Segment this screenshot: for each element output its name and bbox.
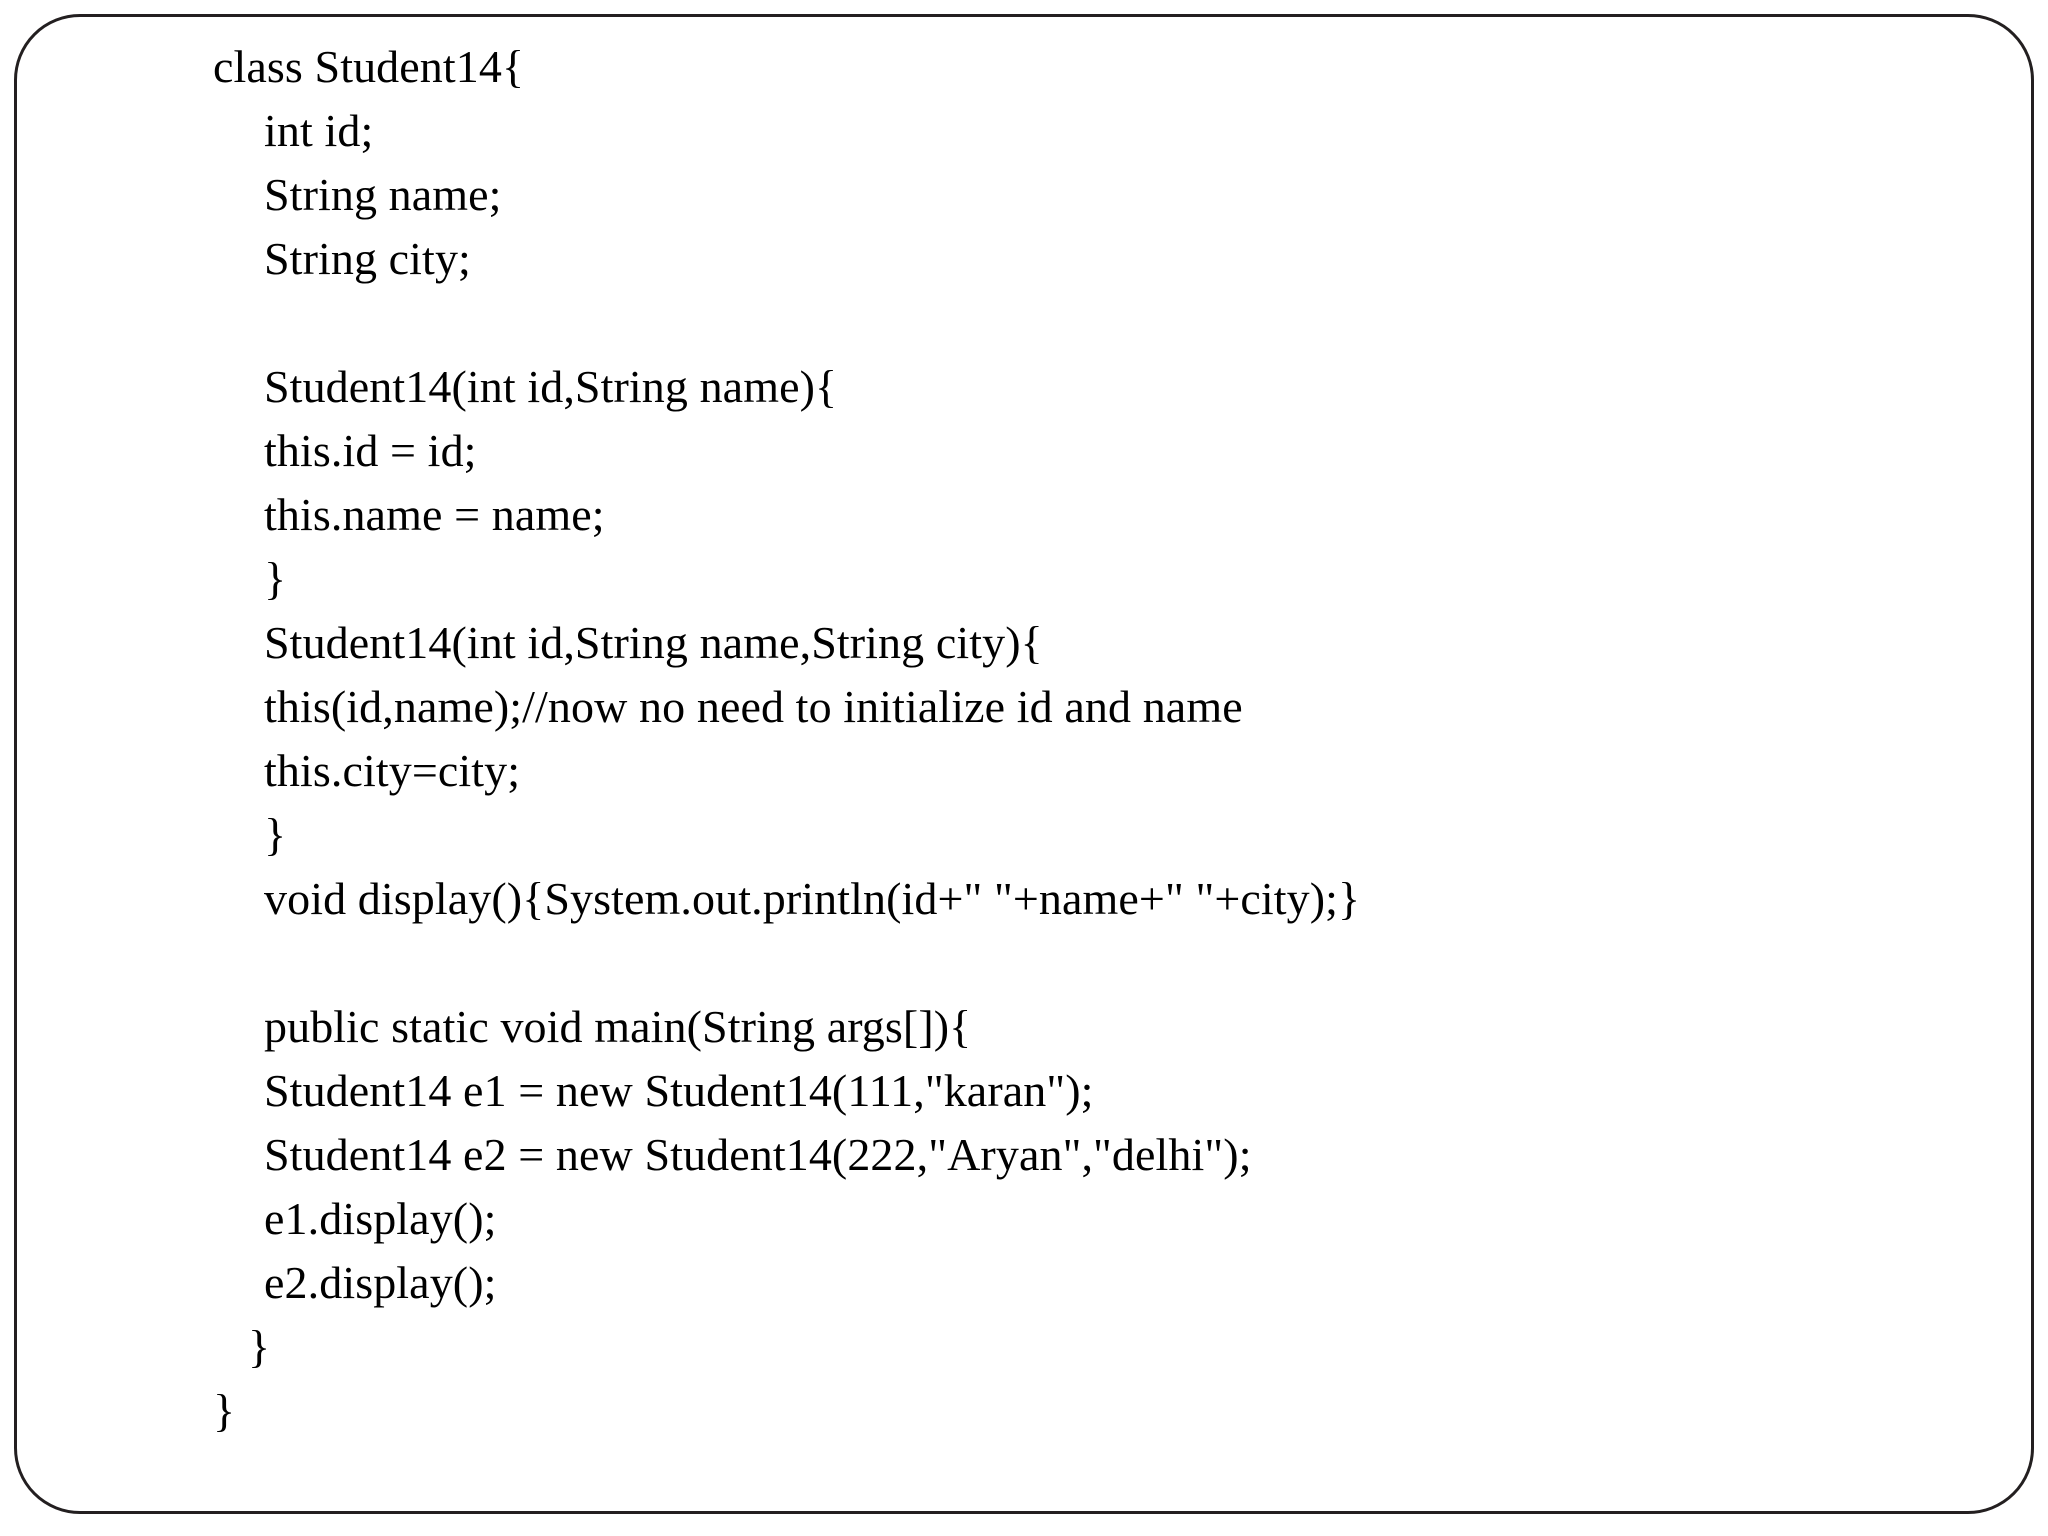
code-line: Student14 e2 = new Student14(222,"Aryan"… <box>264 1129 1252 1180</box>
code-line: String name; <box>264 169 502 220</box>
code-line: this.name = name; <box>264 489 605 540</box>
slide-border-frame: class Student14{ int id; String name; Strin… <box>14 14 2034 1514</box>
code-line: } <box>264 809 287 860</box>
code-line: void display(){System.out.println(id+" "… <box>264 873 1361 924</box>
code-line: e2.display(); <box>264 1257 497 1308</box>
code-line-blank <box>17 931 2037 995</box>
code-line: } <box>264 553 287 604</box>
code-line: e1.display(); <box>264 1193 497 1244</box>
code-line: this.id = id; <box>264 425 477 476</box>
code-line: class Student14{ <box>213 41 525 92</box>
code-line: int id; <box>264 105 374 156</box>
code-line: Student14(int id,String name){ <box>264 361 838 412</box>
code-line: String city; <box>264 233 471 284</box>
code-line: this(id,name);//now no need to initializ… <box>264 681 1243 732</box>
code-line: } <box>213 1385 236 1436</box>
code-line: public static void main(String args[]){ <box>264 1001 972 1052</box>
code-line: Student14 e1 = new Student14(111,"karan"… <box>264 1065 1094 1116</box>
code-line: Student14(int id,String name,String city… <box>264 617 1043 668</box>
code-line: } <box>248 1321 271 1372</box>
code-line: this.city=city; <box>264 745 521 796</box>
code-line-blank <box>17 291 2037 355</box>
code-listing: class Student14{ int id; String name; Strin… <box>17 35 2037 1443</box>
